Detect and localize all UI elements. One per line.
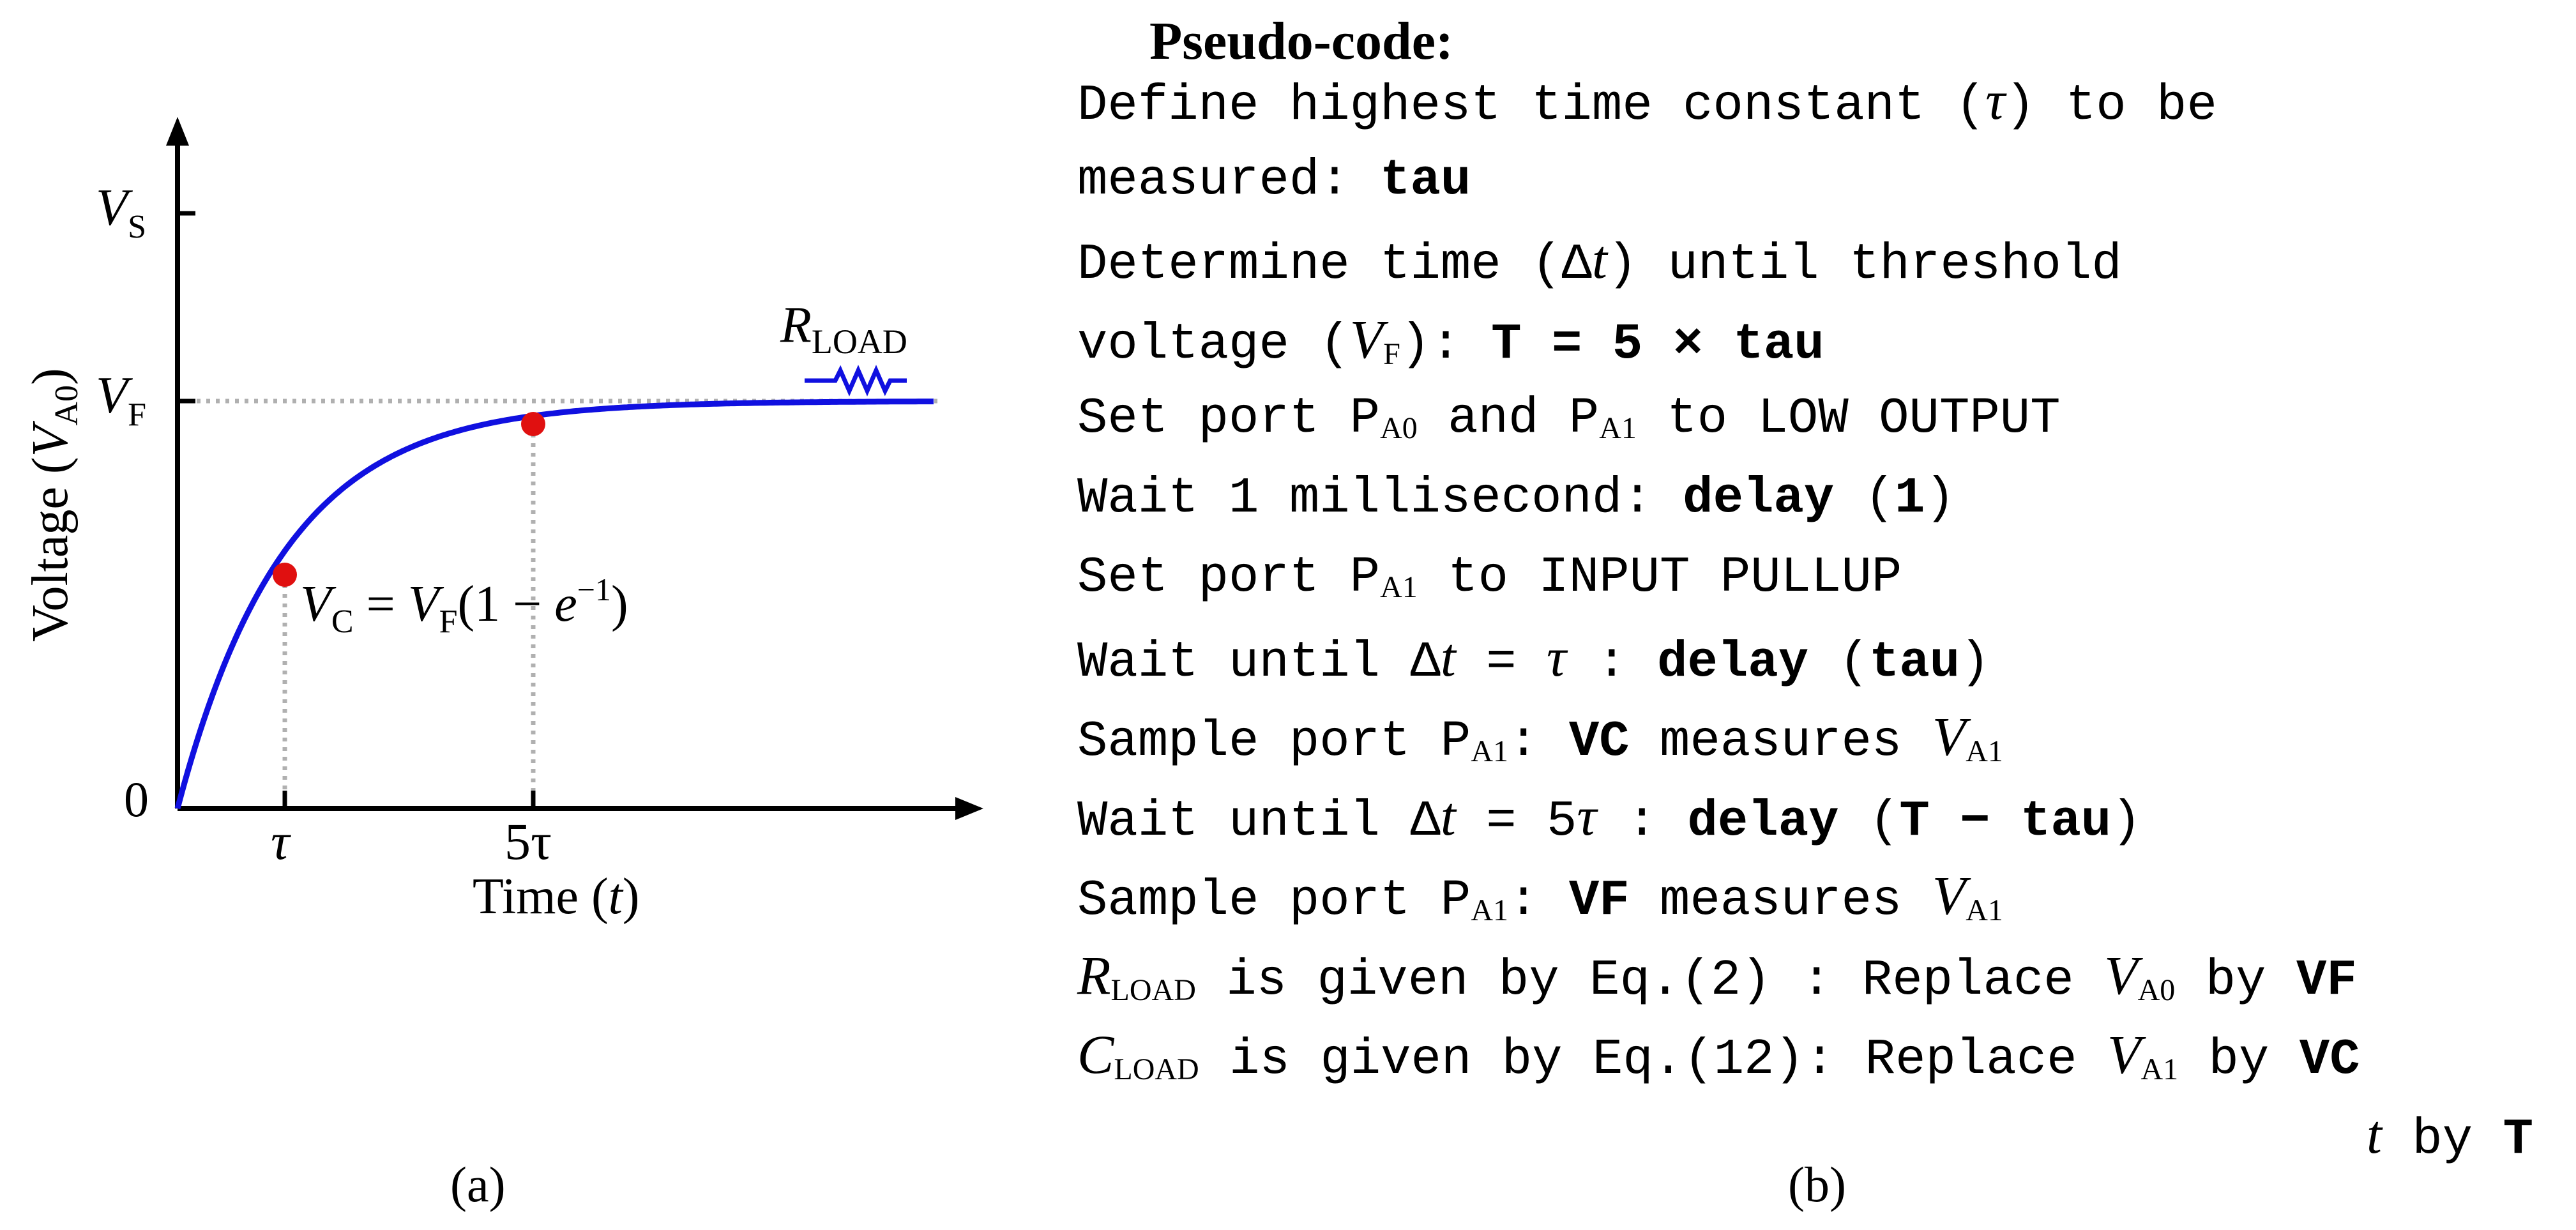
tau-label: τ (271, 812, 291, 870)
resistor-symbol (805, 365, 907, 397)
code-line-4: voltage (VF): T = 5 × tau (1077, 308, 1824, 373)
code-line-11: Sample port PA1: VF measures VA1 (1077, 865, 2003, 929)
code-line-10: Wait until Δt = 5τ : delay (T − tau) (1077, 785, 2142, 850)
vf-point (521, 412, 545, 436)
rc-charging-plot: 0 VS VF τ 5τ Time (t) Voltage (VA0) RLOA… (22, 117, 983, 925)
x-axis-title: Time (t) (473, 869, 640, 925)
pseudo-code-block: Define highest time constant (τ) to be m… (1077, 61, 2533, 1174)
code-line-2: measured: tau (1077, 151, 1471, 209)
vc-point (273, 563, 297, 587)
code-line-14: t by T (2367, 1103, 2533, 1168)
five-tau-label: 5τ (504, 812, 552, 870)
code-line-12: RLOAD is given by Eq.(2) : Replace VA0 b… (1077, 944, 2357, 1009)
vf-label: VF (96, 366, 146, 433)
pseudo-code-title: Pseudo-code: (1149, 11, 1453, 71)
caption-b: (b) (1788, 1157, 1846, 1212)
code-line-8: Wait until Δt = τ : delay (tau) (1077, 626, 1990, 691)
x-axis-arrow (955, 797, 983, 820)
y-axis-arrow (166, 117, 189, 146)
rload-label: RLOAD (780, 297, 907, 361)
code-line-7: Set port PA1 to INPUT PULLUP (1077, 549, 1902, 606)
code-line-6: Wait 1 millisecond: delay (1) (1077, 469, 1955, 527)
code-line-5: Set port PA0 and PA1 to LOW OUTPUT (1077, 390, 2061, 447)
vc-equation: VC = VF(1 − e−1) (300, 572, 628, 640)
caption-a: (a) (450, 1157, 506, 1212)
charging-curve (174, 399, 934, 810)
code-line-3: Determine time (Δt) until threshold (1077, 229, 2122, 293)
y-axis-title: Voltage (VA0) (22, 368, 85, 642)
vs-label: VS (96, 178, 146, 245)
code-line-1: Define highest time constant (τ) to be (1077, 70, 2217, 134)
code-line-9: Sample port PA1: VC measures VA1 (1077, 706, 2003, 770)
origin-label: 0 (124, 771, 149, 827)
code-line-13: CLOAD is given by Eq.(12): Replace VA1 b… (1077, 1024, 2360, 1088)
